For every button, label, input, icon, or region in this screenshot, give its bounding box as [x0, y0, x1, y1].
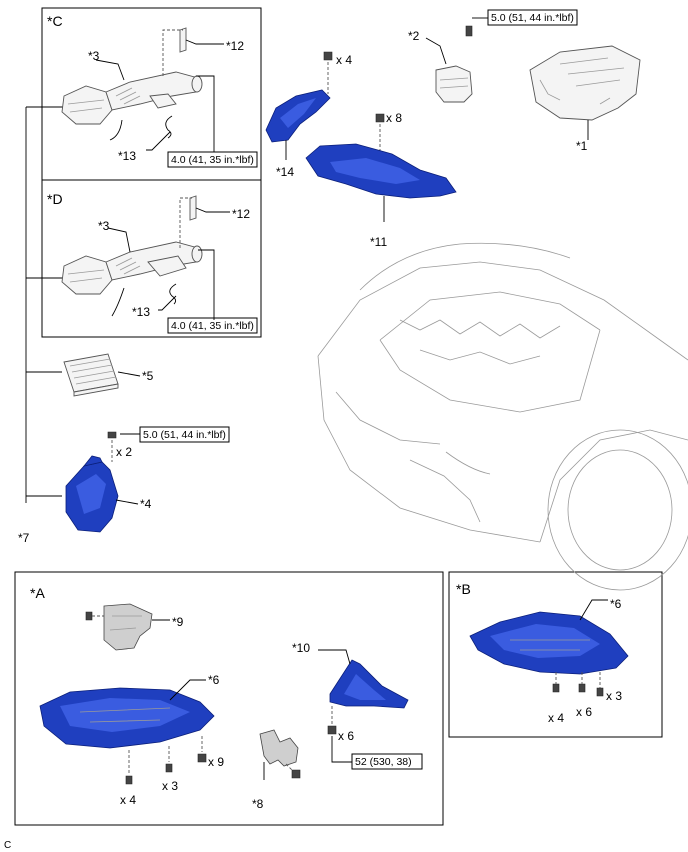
- bracket-8: [259, 729, 301, 779]
- qty-a-3: x 3: [162, 779, 178, 793]
- callout-9: *9: [172, 615, 184, 629]
- callout-1: *1: [576, 139, 588, 153]
- callout-13-d: *13: [132, 305, 150, 319]
- torque-top: 5.0 (51, 44 in.*lbf): [491, 12, 574, 24]
- qty-a-9: x 9: [208, 755, 224, 769]
- torque-c: 4.0 (41, 35 in.*lbf): [171, 154, 254, 166]
- leader-6-b: [579, 599, 608, 621]
- callout-10: *10: [292, 641, 310, 655]
- air-cleaner-d: [61, 195, 203, 317]
- qty-b-4: x 4: [548, 711, 564, 725]
- d-leader-3: [107, 227, 131, 253]
- c-dash-12: [162, 29, 183, 76]
- vehicle-outline: [317, 242, 688, 591]
- under-cover-6-b: [469, 611, 629, 697]
- callout-2: *2: [408, 29, 420, 43]
- qty-brk-2: x 2: [116, 445, 132, 459]
- qty-b-6: x 6: [576, 705, 592, 719]
- callout-5: *5: [142, 369, 154, 383]
- torque-a: 52 (530, 38): [355, 756, 412, 768]
- group-d-label: *D: [47, 191, 63, 207]
- qty-top-4: x 4: [336, 53, 352, 67]
- qty-a-4: x 4: [120, 793, 136, 807]
- torque-brk: 5.0 (51, 44 in.*lbf): [143, 429, 226, 441]
- callout-14: *14: [276, 165, 294, 179]
- engine-cover-1: [529, 45, 641, 121]
- group-b-frame: [448, 571, 663, 738]
- cover-14: [265, 51, 333, 143]
- callout-4: *4: [140, 497, 152, 511]
- callout-11: *11: [370, 235, 387, 249]
- callout-6-b: *6: [610, 597, 622, 611]
- bracket-7-leader: [25, 106, 70, 503]
- c-leader-torque: [196, 75, 215, 152]
- c-leader-12: [185, 39, 224, 45]
- callout-8: *8: [252, 797, 264, 811]
- qty-top-8: x 8: [386, 111, 402, 125]
- d-leader-13: [158, 295, 177, 311]
- figure-code: C: [4, 840, 11, 851]
- group-a-frame: [14, 571, 444, 826]
- c-leader-13: [146, 131, 171, 151]
- callout-12-d: *12: [232, 207, 250, 221]
- leader-4: [115, 499, 139, 505]
- cover-11: [305, 113, 457, 199]
- d-leader-12: [195, 207, 230, 213]
- torque-a-box: [351, 753, 423, 770]
- torque-c-box: [167, 151, 258, 168]
- bracket-4: [65, 431, 119, 533]
- torque-d: 4.0 (41, 35 in.*lbf): [171, 320, 254, 332]
- leader-2: [425, 37, 447, 65]
- d-dash-12: [179, 197, 192, 248]
- leader-torque-a: [331, 736, 352, 763]
- under-cover-6-a: [39, 687, 215, 785]
- leader-5: [117, 371, 141, 377]
- torque-d-box: [167, 317, 258, 334]
- brace-10: [327, 659, 409, 735]
- filter-element-5: [63, 353, 119, 397]
- group-a-label: *A: [30, 585, 45, 601]
- part-2: [435, 25, 473, 103]
- bracket-9: [85, 603, 153, 651]
- qty-a-6: x 6: [338, 729, 354, 743]
- group-c-label: *C: [47, 13, 63, 29]
- qty-b-3: x 3: [606, 689, 622, 703]
- callout-12-c: *12: [226, 39, 244, 53]
- group-d-frame: [41, 179, 262, 338]
- leader-10: [318, 649, 351, 665]
- d-leader-torque: [198, 249, 215, 320]
- callout-6-a: *6: [208, 673, 220, 687]
- callout-3-c: *3: [88, 49, 100, 63]
- callout-3-d: *3: [98, 219, 110, 233]
- callout-13-c: *13: [118, 149, 136, 163]
- group-b-label: *B: [456, 581, 471, 597]
- air-cleaner-c: [61, 27, 203, 141]
- leader-6-a: [169, 679, 206, 701]
- callout-7: *7: [18, 531, 30, 545]
- torque-top-box: [487, 9, 578, 26]
- torque-brk-box: [139, 426, 230, 443]
- c-leader-3: [95, 59, 125, 81]
